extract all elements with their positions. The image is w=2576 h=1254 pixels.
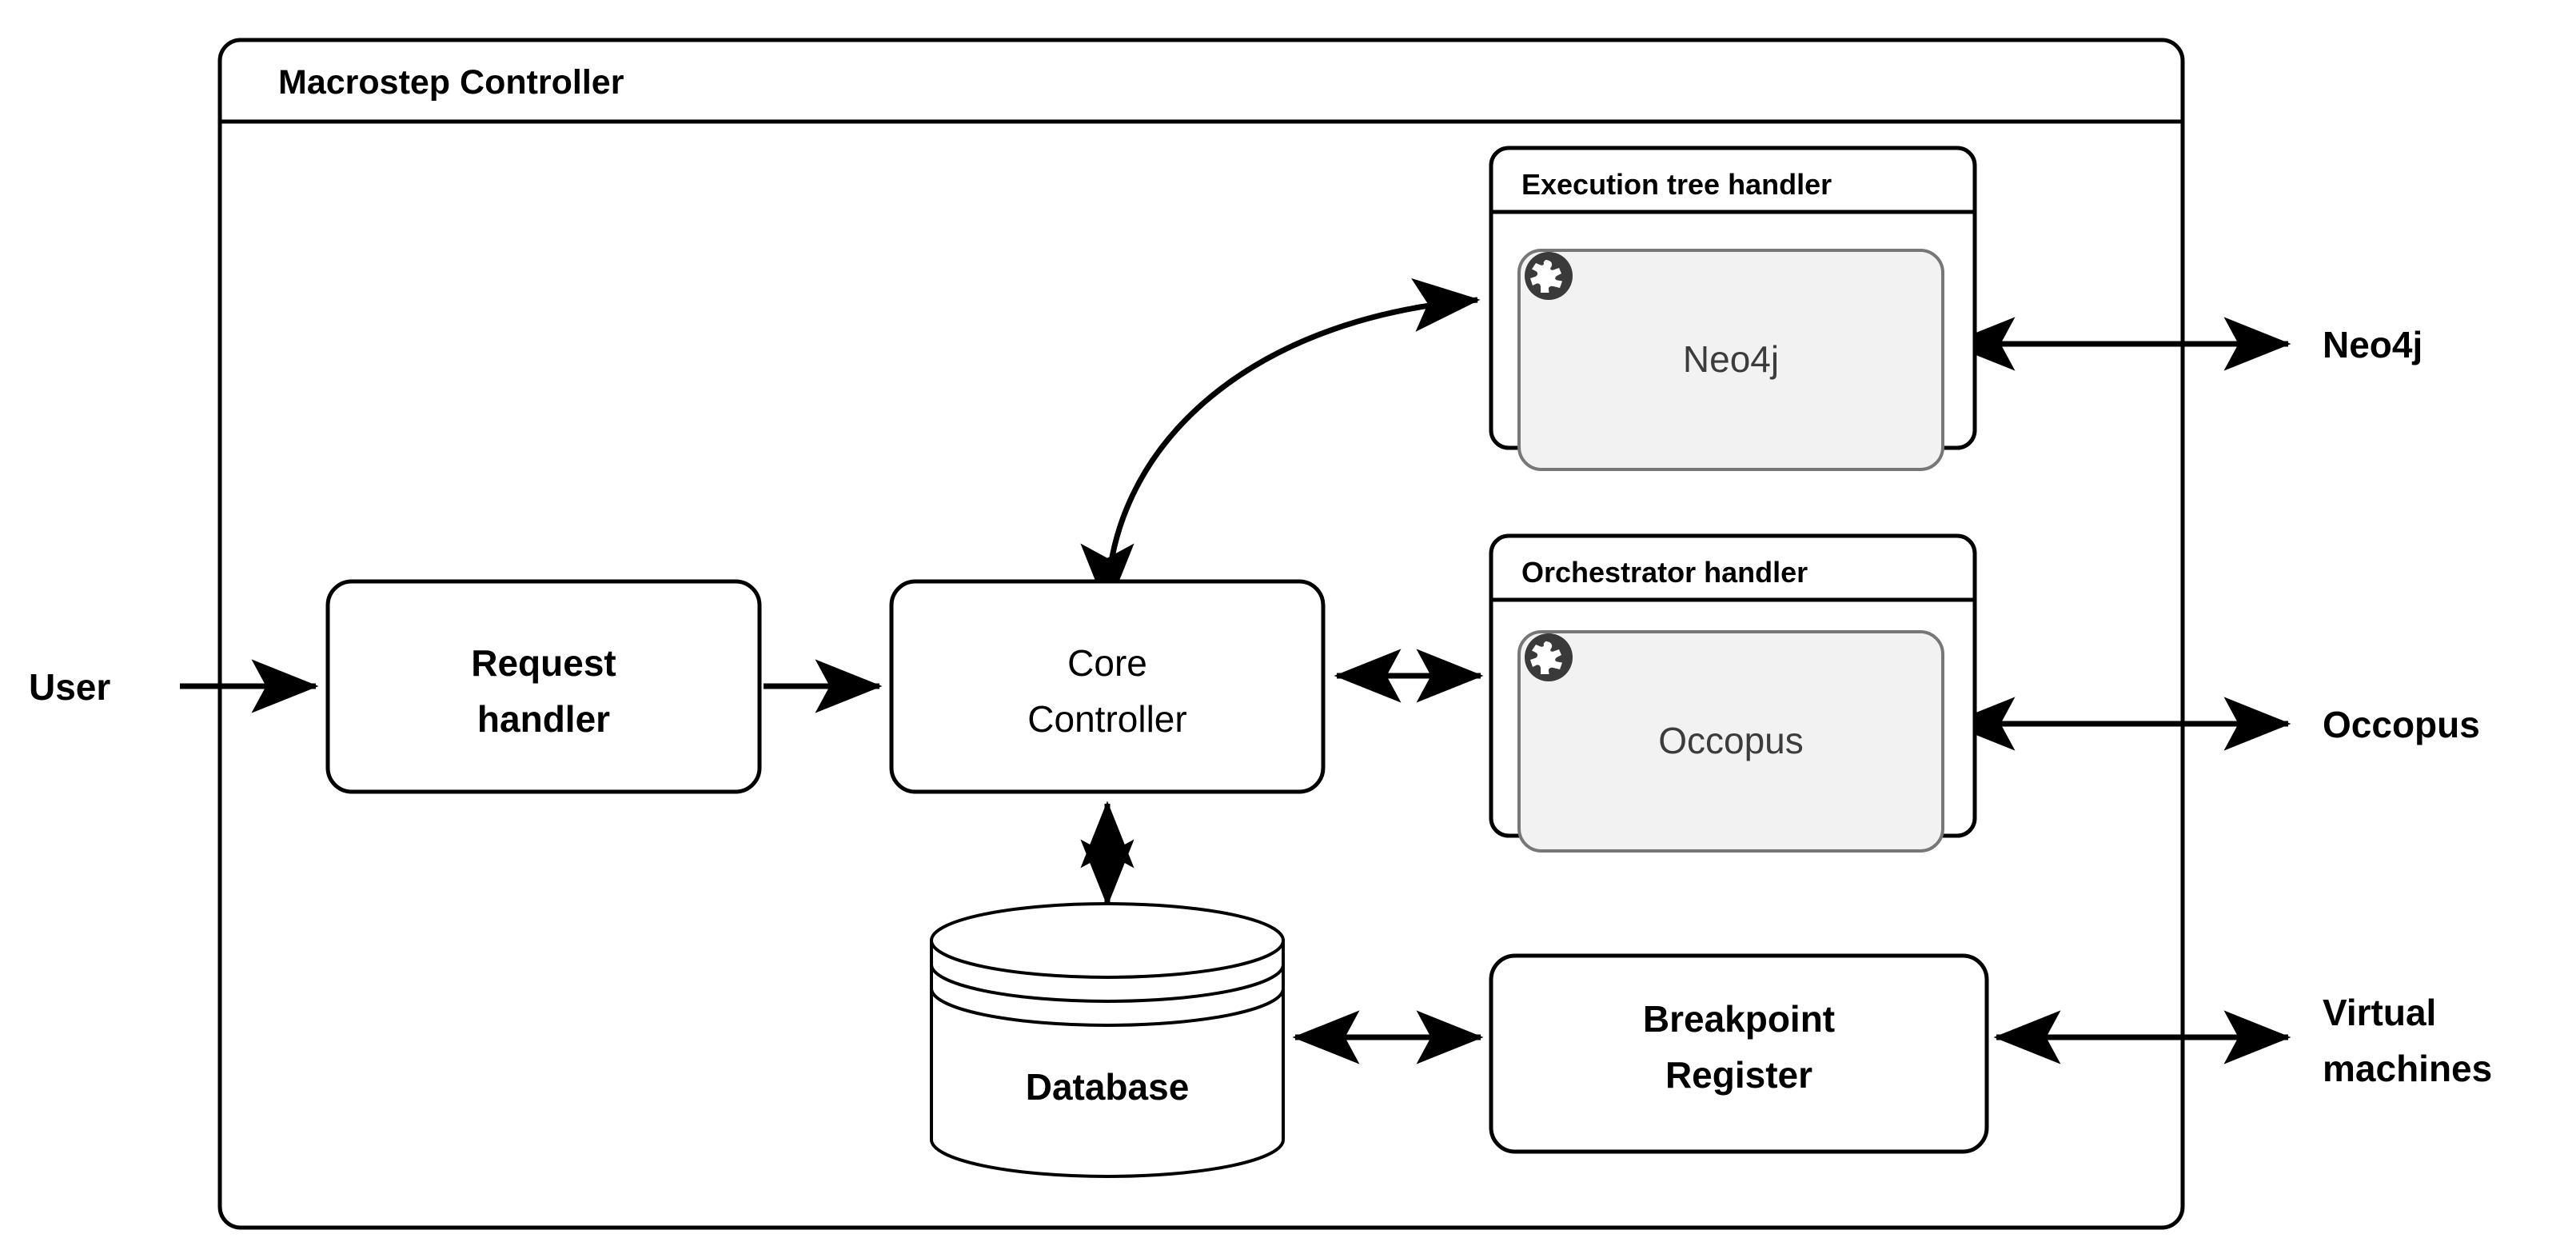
node-request-handler[interactable]: Request handler — [325, 579, 762, 794]
database-cylinder-body[interactable] — [930, 939, 1285, 1178]
connection-core-controller-to-execution-tree-handler — [1080, 278, 1481, 611]
occopus-external-label: Occopus — [2323, 704, 2480, 745]
database-label: Database — [1026, 1066, 1190, 1108]
occopus-component-box[interactable] — [1517, 630, 1944, 853]
database-cylinder-top — [930, 902, 1285, 979]
virtual-machines-label-line1: Virtual — [2323, 992, 2436, 1033]
connections-layer — [180, 278, 2291, 1064]
macrostep-controller-title: Macrostep Controller — [278, 63, 624, 102]
breakpoint-register-label-line2: Register — [1665, 1054, 1812, 1096]
execution-tree-handler-title: Execution tree handler — [1521, 168, 1832, 201]
puzzle-piece-icon — [1525, 252, 1573, 300]
node-breakpoint-register[interactable]: Breakpoint Register — [1489, 953, 1989, 1154]
orchestrator-handler-title: Orchestrator handler — [1521, 556, 1808, 589]
request-handler-label-line2: handler — [477, 698, 610, 740]
database-cylinder-ring-1 — [930, 964, 1285, 1003]
node-database[interactable]: Database — [930, 902, 1285, 1178]
occopus-component-label: Occopus — [1658, 720, 1804, 761]
virtual-machines-label-line2: machines — [2323, 1048, 2492, 1089]
breakpoint-register-box[interactable] — [1489, 953, 1989, 1154]
node-core-controller[interactable]: Core Controller — [889, 579, 1326, 794]
core-controller-label-line2: Controller — [1027, 698, 1186, 740]
breakpoint-register-label-line1: Breakpoint — [1643, 998, 1835, 1040]
neo4j-external-label: Neo4j — [2323, 324, 2422, 365]
database-cylinder-ring-2 — [930, 988, 1285, 1027]
request-handler-box[interactable] — [325, 579, 762, 794]
neo4j-component-label: Neo4j — [1683, 338, 1779, 380]
request-handler-label-line1: Request — [471, 642, 616, 684]
external-labels-layer: User Neo4j Occopus Virtual machines — [29, 324, 2492, 1089]
puzzle-piece-icon — [1525, 633, 1573, 681]
core-controller-label-line1: Core — [1067, 642, 1147, 684]
frame-orchestrator-handler[interactable]: Orchestrator handler Occopus — [1489, 533, 1977, 853]
core-controller-box[interactable] — [889, 579, 1326, 794]
neo4j-component-box[interactable] — [1517, 249, 1944, 471]
frame-execution-tree-handler[interactable]: Execution tree handler Neo4j — [1489, 146, 1977, 471]
user-label: User — [29, 666, 110, 708]
